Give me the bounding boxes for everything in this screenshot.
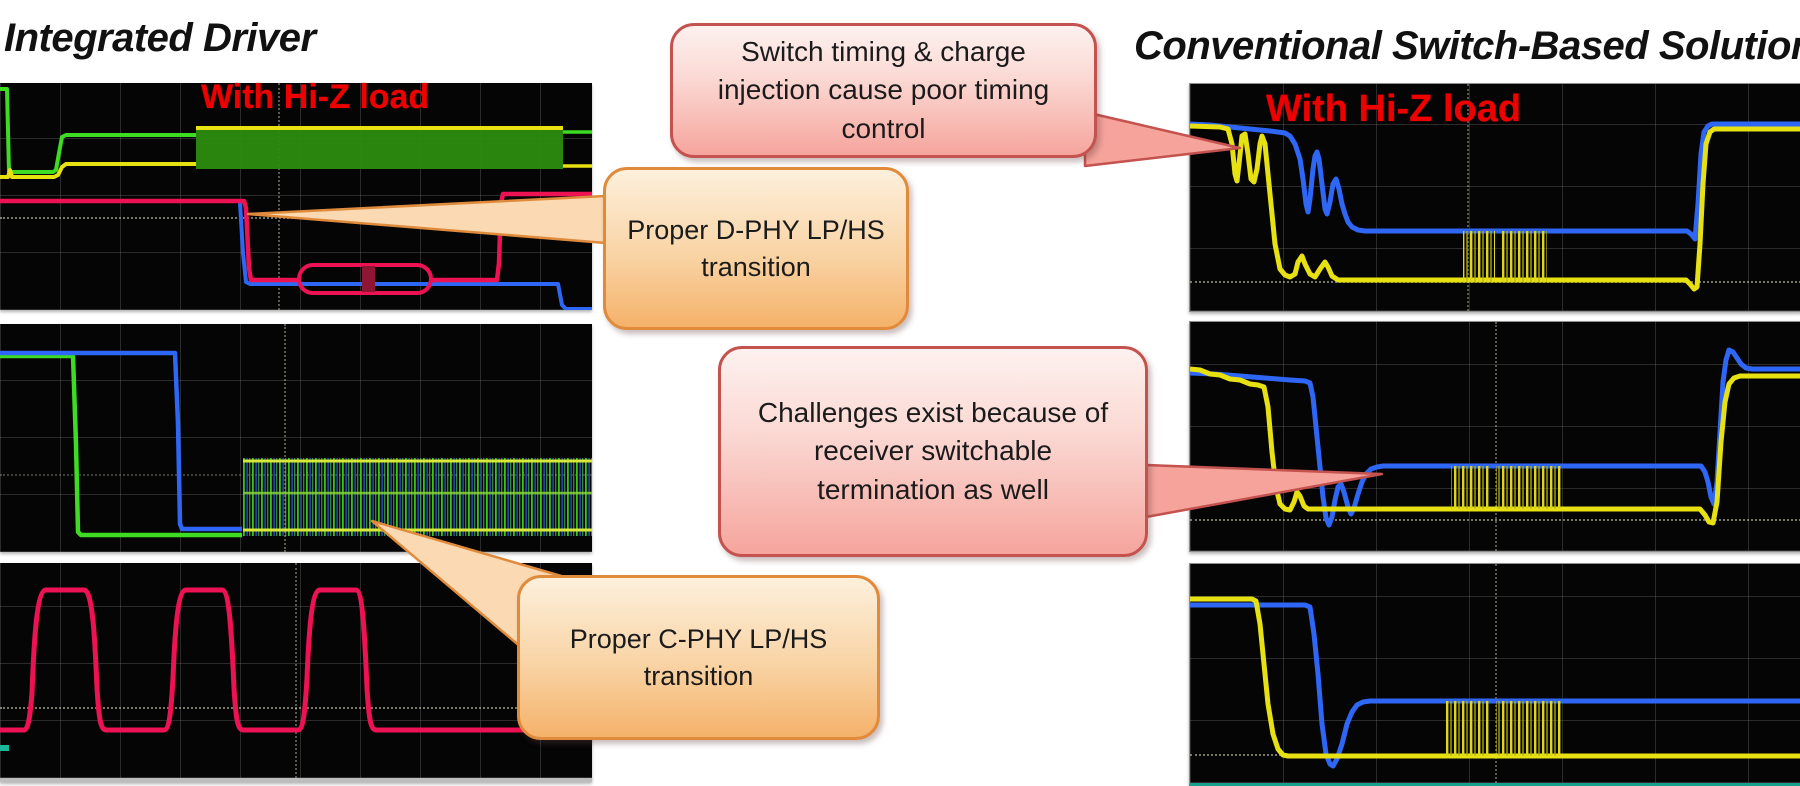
scope-center-tickline-v	[295, 563, 297, 778]
scope-center-tickline	[1190, 519, 1800, 521]
scope-right-bottom	[1189, 563, 1800, 786]
scope-left-dphy	[0, 83, 592, 310]
scope-right-top	[1189, 83, 1800, 312]
waveform-dphy-tx	[0, 87, 592, 310]
scope-left-cphy-burst	[0, 324, 592, 552]
scope-left-cphy-pulses	[0, 563, 592, 782]
callout-d-phy: Proper D-PHY LP/HS transition	[603, 167, 909, 330]
callout-switch-timing: Switch timing & charge injection cause p…	[670, 23, 1097, 158]
scope-center-tickline-v	[1495, 564, 1497, 783]
scope-center-tickline-v	[1467, 84, 1469, 311]
waveform-switch-top	[1190, 121, 1800, 292]
callout-c-phy-text: Proper C-PHY LP/HS transition	[569, 623, 828, 691]
waveform-lp-pulses	[0, 587, 592, 751]
callout-c-phy: Proper C-PHY LP/HS transition	[517, 575, 880, 740]
left-panel-title: Integrated Driver	[4, 16, 316, 60]
waveform-switch-bottom	[1190, 596, 1800, 769]
callout-switch-timing-text: Switch timing & charge injection cause p…	[717, 36, 1050, 144]
scope-center-tickline-v	[284, 324, 286, 552]
waveform-cphy-lphs	[0, 350, 592, 538]
scope-right-middle	[1189, 321, 1800, 552]
right-panel-title: Conventional Switch-Based Solution	[1134, 24, 1800, 68]
callout-challenges-text: Challenges exist because of receiver swi…	[757, 397, 1109, 505]
hi-z-label-left: With Hi-Z load	[201, 78, 430, 116]
waveform-switch-middle	[1190, 347, 1800, 528]
hi-z-label-right: With Hi-Z load	[1266, 88, 1522, 130]
callout-challenges: Challenges exist because of receiver swi…	[718, 346, 1148, 557]
callout-d-phy-text: Proper D-PHY LP/HS transition	[627, 214, 885, 282]
scope-center-tickline-v	[1495, 322, 1497, 551]
scope-center-tickline	[0, 707, 592, 709]
